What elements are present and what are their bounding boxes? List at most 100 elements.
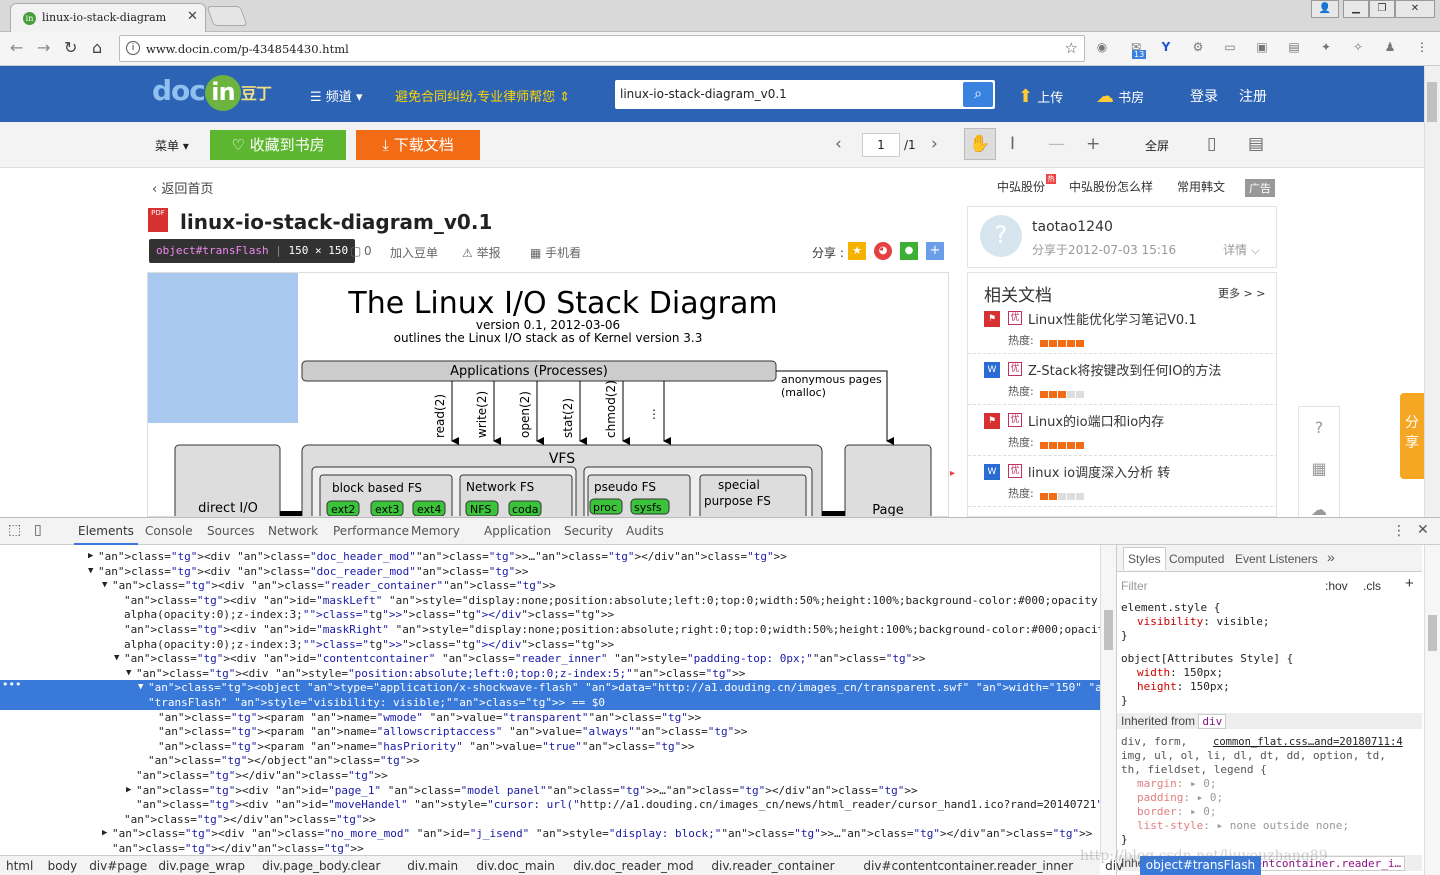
wechat-icon[interactable]: ☁	[1311, 500, 1327, 519]
border-decl[interactable]: border: ▸ 0;	[1137, 805, 1217, 818]
ad-link[interactable]: 避免合同纠纷,专业律师帮您 ⇕	[395, 90, 571, 105]
forward-icon[interactable]: →	[37, 38, 51, 57]
site-info-icon[interactable]: i	[126, 41, 140, 55]
bookmark-icon[interactable]: ▯	[1207, 134, 1217, 154]
extension-globe-icon[interactable]: ◉	[1096, 40, 1108, 54]
top-link-3[interactable]: 常用韩文	[1177, 180, 1226, 194]
menu-dropdown[interactable]: 菜单 ▾	[155, 139, 189, 153]
home-icon[interactable]: ⌂	[92, 38, 103, 57]
inherited-div-link[interactable]: div	[1198, 714, 1227, 729]
extension-star-icon[interactable]: ✧	[1352, 40, 1364, 54]
hand-tool-icon[interactable]: ✋	[964, 128, 996, 160]
reload-icon[interactable]: ↻	[64, 38, 78, 57]
styles-filter-input[interactable]: Filter	[1121, 579, 1148, 593]
dom-node-line[interactable]: "an">class="tg"><param "an">name="wmode"…	[0, 710, 1100, 725]
extension-y-icon[interactable]: Y	[1161, 40, 1171, 54]
top-link-2[interactable]: 中弘股份怎么样	[1069, 180, 1154, 194]
extension-person-icon[interactable]: ♟	[1384, 40, 1396, 54]
new-rule-icon[interactable]: +	[1405, 575, 1414, 592]
devtools-tab-performance[interactable]: Performance	[333, 524, 410, 538]
expand-toggle-icon[interactable]: ▼	[138, 682, 144, 693]
page-input[interactable]: 1	[862, 133, 900, 157]
select-tool-icon[interactable]: I	[1010, 134, 1016, 154]
avatar[interactable]: ?	[980, 215, 1022, 257]
add-douding-link[interactable]: 加入豆单	[390, 246, 439, 260]
close-window-icon[interactable]: ✕	[1395, 0, 1435, 18]
devtools-tab-sources[interactable]: Sources	[207, 524, 255, 538]
minimize-icon[interactable]: ▁	[1343, 0, 1369, 18]
devtools-tab-console[interactable]: Console	[145, 524, 193, 538]
height-decl[interactable]: height: 150px;	[1137, 680, 1230, 693]
breadcrumb-item[interactable]: div.doc_reader_mod	[573, 859, 694, 873]
css-source-link[interactable]: common_flat.css…and=20180711:4	[1213, 736, 1403, 748]
share-wechat-icon[interactable]: ●	[900, 242, 918, 260]
dom-node-line[interactable]: "transFlash" "an">style="visibility: vis…	[0, 695, 1100, 710]
dom-node-line[interactable]: ▶"an">class="tg"><div "an">id="page_1" "…	[0, 783, 1100, 798]
elements-tree[interactable]: ▶"an">class="tg"><div "an">class="doc_he…	[0, 545, 1100, 857]
report-link[interactable]: ⚠ 举报	[462, 244, 501, 261]
hov-toggle[interactable]: :hov	[1325, 579, 1348, 593]
back-home-link[interactable]: ‹ 返回首页	[152, 182, 214, 197]
top-link-1[interactable]: 中弘股份	[997, 180, 1046, 194]
breadcrumb-item[interactable]: object#transFlash	[1139, 856, 1262, 875]
cls-toggle[interactable]: .cls	[1363, 579, 1381, 593]
register-link[interactable]: 注册	[1239, 89, 1267, 105]
devtools-tab-security[interactable]: Security	[564, 524, 614, 538]
back-icon[interactable]: ←	[10, 38, 24, 57]
related-item-title[interactable]: Linux性能优化学习笔记V0.1	[1028, 313, 1197, 328]
extension-grid-icon[interactable]: ▤	[1288, 40, 1300, 54]
page-scroll-thumb[interactable]	[1427, 82, 1437, 122]
elements-scroll-thumb[interactable]	[1104, 610, 1113, 650]
dom-node-line[interactable]: ▼"an">class="tg"><div "an">class="reader…	[0, 578, 1100, 593]
breadcrumb-item[interactable]: div.page_body.clear	[262, 859, 381, 873]
dom-node-line[interactable]: "an">class="tg"></div"an">class="tg">>	[0, 812, 1100, 827]
breadcrumb-item[interactable]: div.page_wrap	[158, 859, 246, 873]
new-tab-button[interactable]	[206, 6, 248, 26]
styles-tab[interactable]: Styles	[1123, 547, 1166, 570]
devtools-tab-memory[interactable]: Memory	[411, 524, 460, 538]
dom-node-line[interactable]: alpha(opacity:0);z-index:3;"">class="tg"…	[0, 607, 1100, 622]
dom-node-line[interactable]: ▶"an">class="tg"><div "an">class="no_mor…	[0, 826, 1100, 841]
breadcrumb-item[interactable]: html	[6, 859, 34, 873]
collapse-arrow-icon[interactable]: ▸	[950, 468, 956, 479]
page-scrollbar[interactable]	[1424, 66, 1440, 517]
styles-scroll-thumb[interactable]	[1428, 615, 1437, 651]
dom-node-line[interactable]: "an">class="tg"><param "an">name="allows…	[0, 724, 1100, 739]
dom-node-line[interactable]: ▼"an">class="tg"><div "an">style="positi…	[0, 666, 1100, 681]
dom-node-line[interactable]: alpha(opacity:0);z-index:3;"">class="tg"…	[0, 637, 1100, 652]
dom-node-line[interactable]: "an">class="tg"><div "an">id="maskRight"…	[0, 622, 1100, 637]
search-box[interactable]: linux-io-stack-diagram_v0.1 ⌕	[615, 80, 995, 109]
bookmark-star-icon[interactable]: ☆	[1064, 39, 1078, 57]
expand-toggle-icon[interactable]: ▼	[88, 565, 94, 576]
dom-node-line[interactable]: "an">class="tg"></div"an">class="tg">>	[0, 768, 1100, 783]
extension-box-icon[interactable]: ▭	[1224, 40, 1236, 54]
extension-puzzle-icon[interactable]: ✦	[1320, 40, 1332, 54]
elements-scrollbar[interactable]	[1100, 545, 1116, 857]
prev-page-icon[interactable]: ‹	[835, 134, 842, 154]
devtools-menu-icon[interactable]: ⋮	[1392, 523, 1406, 539]
device-toolbar-icon[interactable]: ▯	[34, 522, 42, 538]
dom-node-line[interactable]: ▶"an">class="tg"><div "an">class="doc_he…	[0, 549, 1100, 564]
expand-toggle-icon[interactable]: ▼	[114, 653, 120, 664]
dom-node-line[interactable]: "an">class="tg"><param "an">name="hasPri…	[0, 739, 1100, 754]
element-style-decl[interactable]: visibility: visible;	[1137, 615, 1270, 628]
share-weibo-icon[interactable]: ◕	[874, 242, 892, 260]
help-icon[interactable]: ?	[1314, 418, 1324, 437]
dom-node-line[interactable]: "an">class="tg"><div "an">id="maskLeft" …	[0, 593, 1100, 608]
extension-gear-icon[interactable]: ⚙	[1192, 40, 1204, 54]
zoom-in-icon[interactable]: +	[1086, 134, 1101, 154]
related-item-title[interactable]: Linux的io端口和io内存	[1028, 415, 1165, 430]
fullscreen-button[interactable]: 全屏	[1145, 139, 1170, 153]
devtools-tab-network[interactable]: Network	[268, 524, 319, 538]
address-bar[interactable]: i www.docin.com/p-434854430.html ☆	[119, 35, 1085, 62]
padding-decl[interactable]: padding: ▸ 0;	[1137, 791, 1224, 804]
download-button[interactable]: ⤓ 下载文档	[356, 130, 480, 160]
channel-menu[interactable]: ☰ 频道 ▾	[310, 90, 363, 105]
share-side-tab[interactable]: 分 享	[1400, 393, 1424, 479]
dom-node-line[interactable]: ▼"an">class="tg"><div "an">id="contentco…	[0, 651, 1100, 666]
breadcrumb-item[interactable]: div	[1105, 859, 1124, 873]
qr-code-icon[interactable]: ▦	[1311, 459, 1327, 478]
